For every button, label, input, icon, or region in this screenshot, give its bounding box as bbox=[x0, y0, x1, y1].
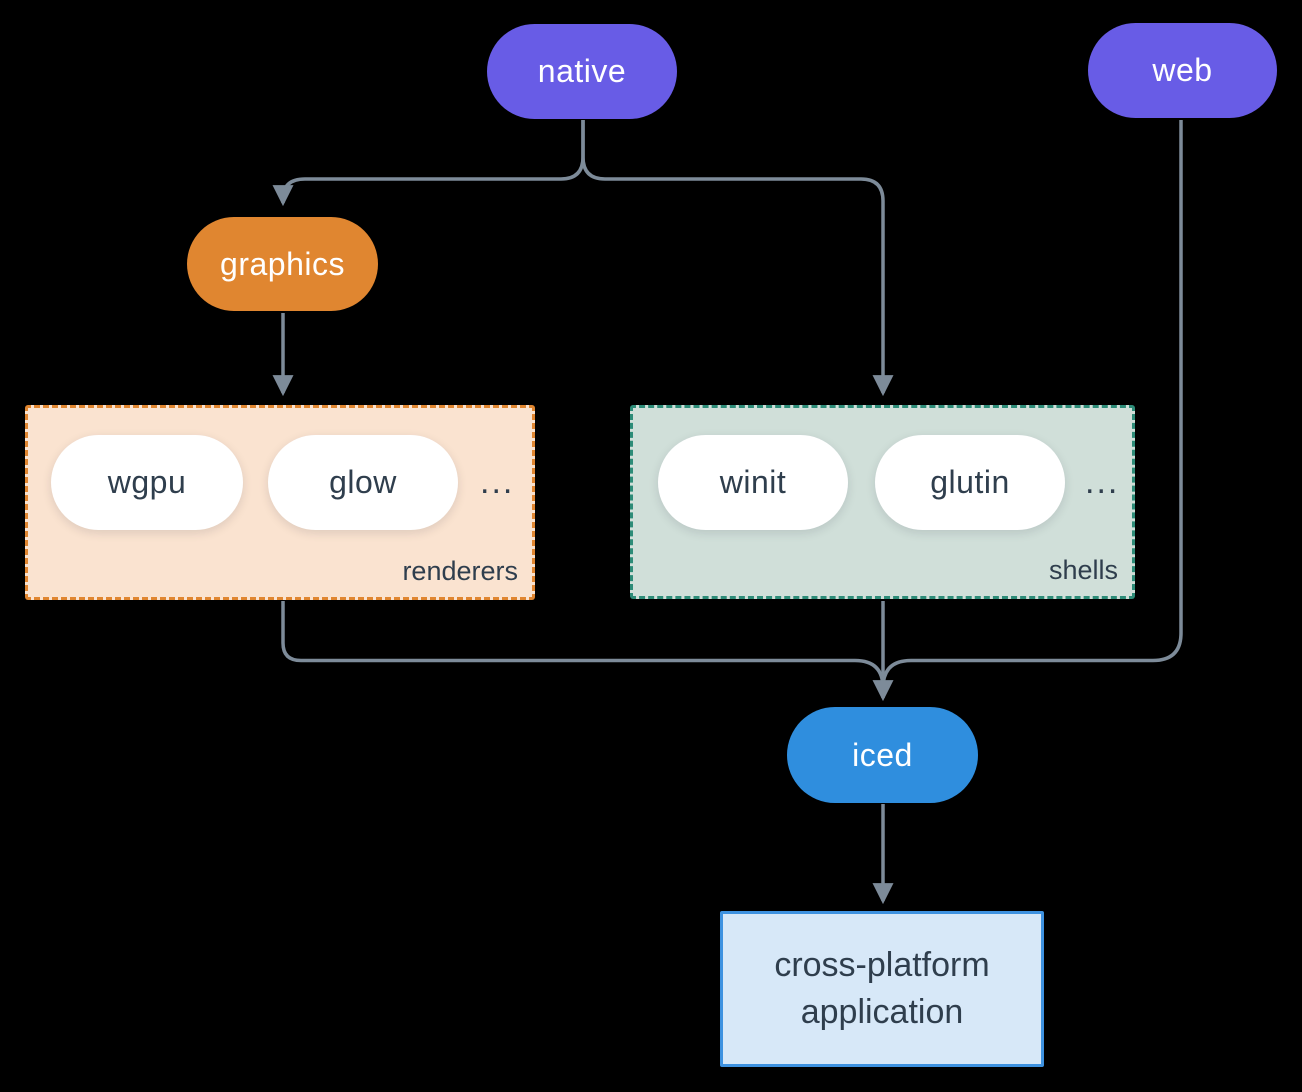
node-glow-label: glow bbox=[329, 464, 397, 500]
node-native-label: native bbox=[537, 53, 627, 89]
renderers-group-label: renderers bbox=[402, 556, 518, 586]
node-native: native bbox=[487, 24, 677, 119]
edge-native-to-shells bbox=[581, 120, 894, 397]
application-label-line1: cross-platform bbox=[774, 946, 990, 985]
node-glutin: glutin bbox=[875, 435, 1065, 530]
node-winit-label: winit bbox=[719, 464, 787, 500]
node-web-label: web bbox=[1152, 52, 1213, 88]
edge-native-to-graphics bbox=[272, 120, 585, 207]
node-iced: iced bbox=[787, 707, 978, 803]
edge-web-to-junction bbox=[881, 120, 1183, 689]
edge-renderers-to-junction bbox=[281, 601, 885, 689]
node-wgpu: wgpu bbox=[51, 435, 243, 530]
node-web: web bbox=[1088, 23, 1277, 118]
node-winit: winit bbox=[658, 435, 848, 530]
shells-ellipsis: ... bbox=[1085, 463, 1120, 501]
group-shells: winit glutin ... shells bbox=[630, 405, 1135, 599]
group-renderers: wgpu glow ... renderers bbox=[25, 405, 535, 600]
node-cross-platform-application: cross-platform application bbox=[720, 911, 1044, 1067]
renderers-ellipsis: ... bbox=[480, 463, 515, 501]
shells-group-label: shells bbox=[1048, 555, 1118, 585]
node-glutin-label: glutin bbox=[930, 464, 1010, 500]
node-wgpu-label: wgpu bbox=[107, 464, 187, 500]
node-iced-label: iced bbox=[852, 736, 913, 773]
application-label-line2: application bbox=[800, 993, 964, 1031]
node-graphics: graphics bbox=[187, 217, 378, 311]
node-graphics-label: graphics bbox=[220, 245, 345, 282]
node-glow: glow bbox=[268, 435, 458, 530]
